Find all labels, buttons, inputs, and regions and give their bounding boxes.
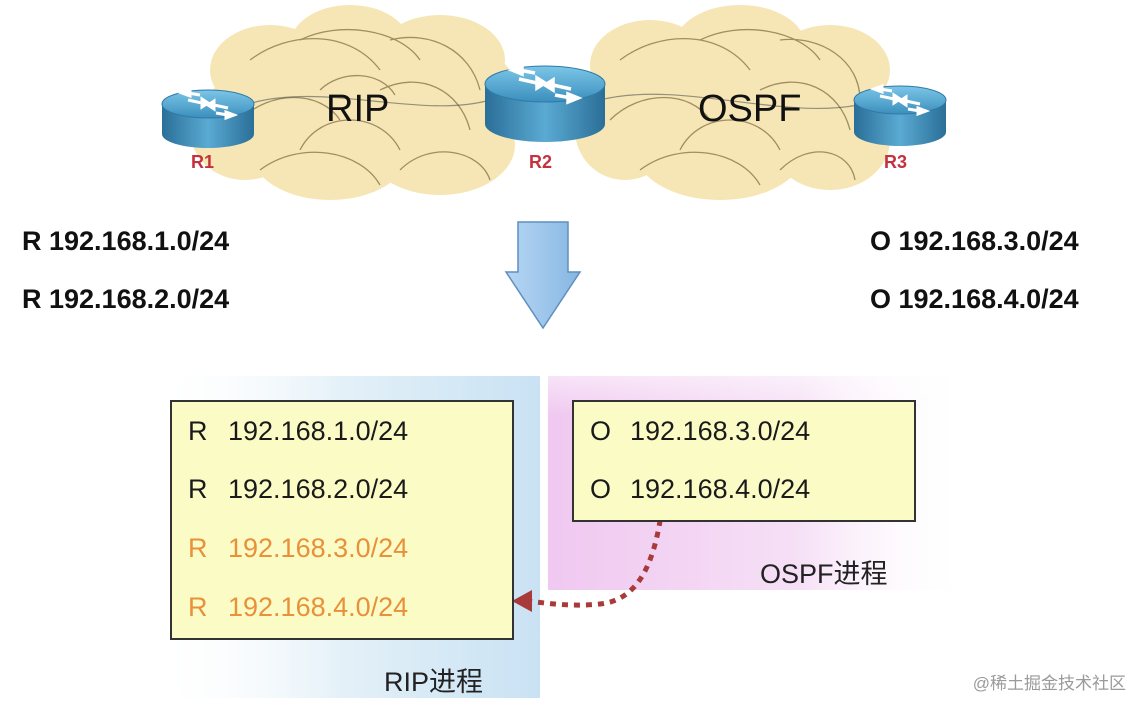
redistribution-arrow xyxy=(527,507,665,608)
route-code: R xyxy=(188,474,208,504)
redistribution-arrowhead-icon xyxy=(512,590,532,612)
top-route-right-2: O 192.168.4.0/24 xyxy=(870,284,1079,314)
route-code: O xyxy=(590,474,612,504)
route-code: R xyxy=(188,592,208,622)
router-r1-icon[interactable] xyxy=(161,87,255,148)
route-code: O xyxy=(590,416,612,446)
rip-routing-table: R 192.168.1.0/24 R 192.168.2.0/24 R 192.168… xyxy=(170,400,514,640)
table-row-redistributed: R 192.168.3.0/24 xyxy=(188,533,408,564)
link-lines xyxy=(244,93,859,110)
router-r3-label: R3 xyxy=(884,152,908,172)
down-arrow-icon xyxy=(504,221,582,330)
table-row-redistributed: R 192.168.4.0/24 xyxy=(188,592,408,623)
router-r3-icon[interactable] xyxy=(853,83,947,146)
top-route-left-1: R 192.168.1.0/24 xyxy=(22,226,230,256)
router-r2-icon[interactable] xyxy=(484,63,606,142)
route-code: R xyxy=(188,533,208,563)
top-route-left-2: R 192.168.2.0/24 xyxy=(22,284,230,314)
watermark: @稀土掘金技术社区 xyxy=(972,674,1126,693)
ospf-cloud xyxy=(575,5,890,200)
route-code: R xyxy=(188,416,208,446)
rip-process-label: RIP进程 xyxy=(384,667,484,697)
route-network: 192.168.1.0/24 xyxy=(228,416,409,446)
route-network: 192.168.4.0/24 xyxy=(630,474,811,504)
table-row: O 192.168.4.0/24 xyxy=(590,474,810,505)
ospf-process-label: OSPF进程 xyxy=(760,559,888,589)
ospf-routing-table: O 192.168.3.0/24 O 192.168.4.0/24 xyxy=(572,400,916,522)
rip-cloud-outlines xyxy=(239,28,491,186)
top-route-right-1: O 192.168.3.0/24 xyxy=(870,226,1079,256)
table-row: O 192.168.3.0/24 xyxy=(590,416,810,447)
ospf-cloud-label: OSPF xyxy=(698,88,802,130)
table-row: R 192.168.2.0/24 xyxy=(188,474,408,505)
rip-cloud-label: RIP xyxy=(326,88,390,130)
router-r2-label: R2 xyxy=(529,152,553,172)
route-network: 192.168.4.0/24 xyxy=(228,592,409,622)
table-row: R 192.168.1.0/24 xyxy=(188,416,408,447)
route-network: 192.168.2.0/24 xyxy=(228,474,409,504)
ospf-cloud-outlines xyxy=(609,28,861,186)
router-r1-label: R1 xyxy=(191,152,215,172)
route-network: 192.168.3.0/24 xyxy=(630,416,811,446)
route-network: 192.168.3.0/24 xyxy=(228,533,409,563)
